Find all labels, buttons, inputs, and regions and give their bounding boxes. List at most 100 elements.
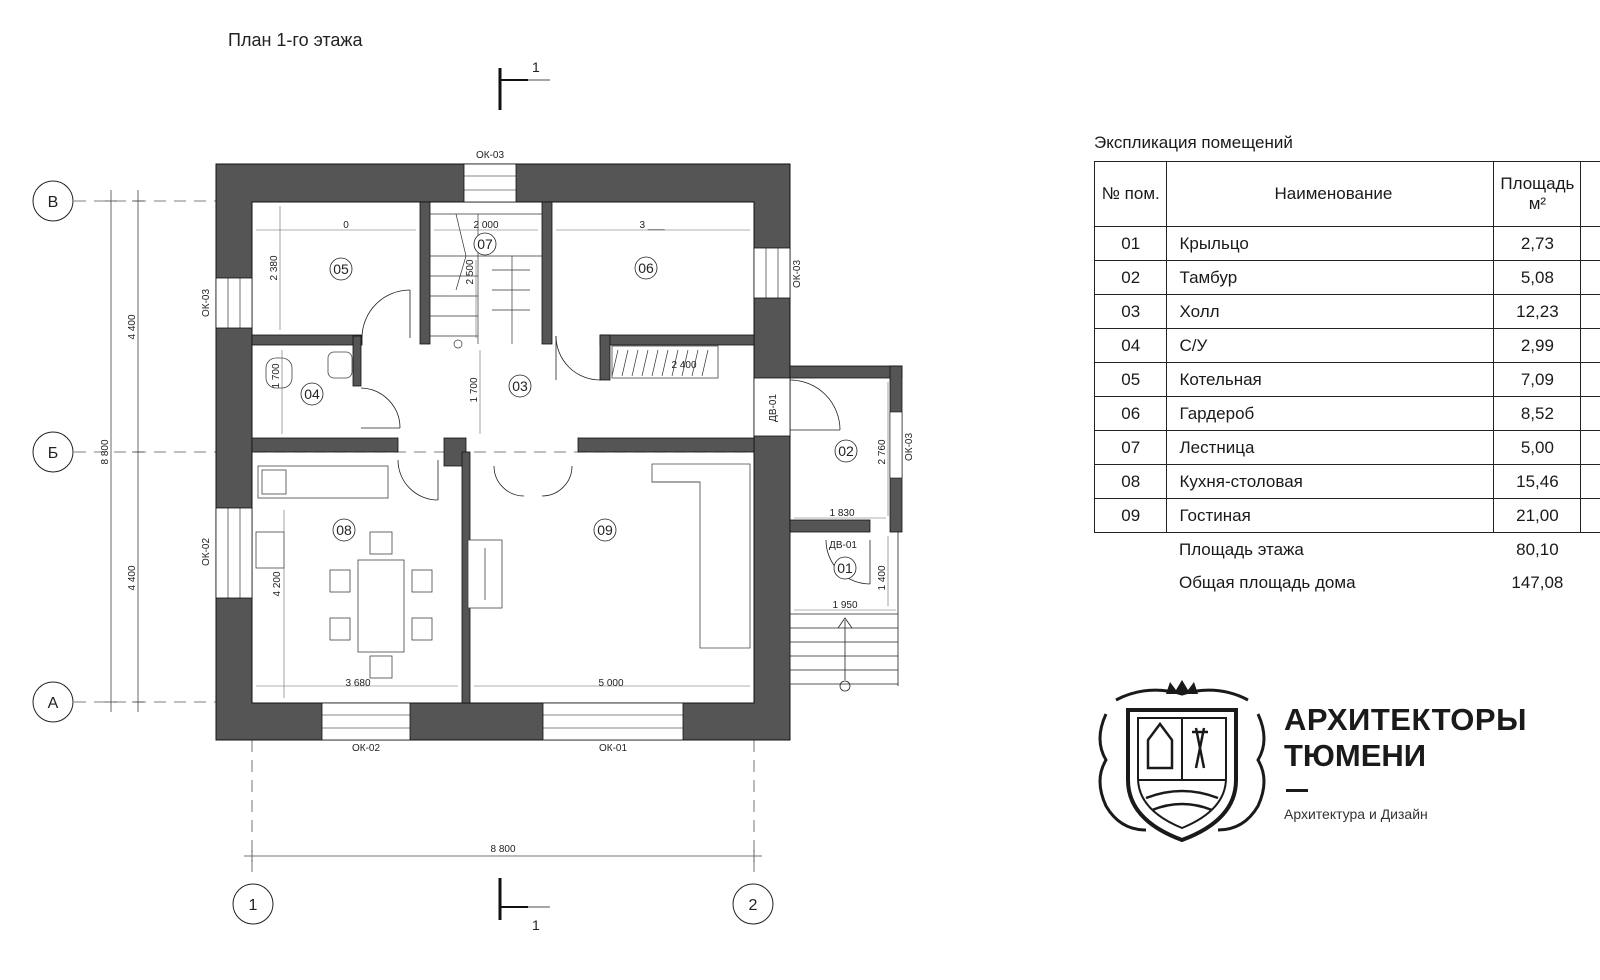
row-number: 04 xyxy=(1093,328,1168,363)
row-area: 5,00 xyxy=(1493,430,1582,465)
crown-icon xyxy=(1166,680,1198,694)
label-window-porch: ОК-03 xyxy=(904,433,915,461)
closet-shelves xyxy=(611,349,709,377)
label-door-entrance: ДВ-01 xyxy=(768,394,779,422)
section-label-bottom: 1 xyxy=(532,917,540,933)
dimension-lines xyxy=(105,190,762,862)
label-window-bottom-left: ОК-02 xyxy=(352,743,380,754)
dim-r09-width: 5 000 xyxy=(598,678,623,689)
interior-walls xyxy=(251,201,755,704)
brand-divider xyxy=(1286,789,1308,792)
porch-window xyxy=(889,411,903,479)
total-area-label: Общая площадь дома xyxy=(1178,572,1356,592)
row-extra xyxy=(1580,430,1600,465)
header-extra xyxy=(1580,161,1600,227)
dim-r01-width: 1 950 xyxy=(832,600,857,611)
row-extra xyxy=(1580,260,1600,295)
dim-r01-height: 1 400 xyxy=(877,565,888,590)
header-number: № пом. xyxy=(1093,161,1168,227)
doors xyxy=(360,289,871,585)
dim-left-total: 8 800 xyxy=(100,439,111,464)
label-window-left-bottom: ОК-02 xyxy=(201,538,212,566)
table-header: № пом. Наименование Площадь м² xyxy=(1093,161,1600,227)
row-area: 15,46 xyxy=(1493,464,1582,499)
row-name: Гостиная xyxy=(1166,498,1495,533)
row-area: 2,99 xyxy=(1493,328,1582,363)
row-area: 7,09 xyxy=(1493,362,1582,397)
brand-logo xyxy=(1098,680,1266,843)
dim-r04-height: 1 700 xyxy=(271,363,282,388)
room-number-04: 04 xyxy=(304,386,320,402)
brand-name-line2: ТЮМЕНИ xyxy=(1284,738,1427,773)
interior-dim-lines xyxy=(256,206,896,698)
row-name: С/У xyxy=(1166,328,1495,363)
plan-title: План 1-го этажа xyxy=(228,30,363,50)
header-area: Площадь м² xyxy=(1493,161,1582,227)
row-area: 8,52 xyxy=(1493,396,1582,431)
porch-stairs xyxy=(789,532,899,692)
axis-lines xyxy=(74,200,790,880)
room-markers xyxy=(300,232,858,580)
dim-left-top: 4 400 xyxy=(127,314,138,339)
room-number-03: 03 xyxy=(512,378,528,394)
row-area: 5,08 xyxy=(1493,260,1582,295)
dim-r02-width: 1 830 xyxy=(829,508,854,519)
room-number-07: 07 xyxy=(477,236,493,252)
label-window-bottom-right: ОК-01 xyxy=(599,743,627,754)
room-number-08: 08 xyxy=(336,522,352,538)
brand-subtitle: Архитектура и Дизайн xyxy=(1284,806,1428,822)
dim-r08-height: 4 200 xyxy=(272,571,283,596)
axis-label-1: 1 xyxy=(249,897,258,914)
header-name: Наименование xyxy=(1166,161,1495,227)
axis-bubbles xyxy=(32,180,774,925)
room-number-01: 01 xyxy=(837,560,853,576)
row-name: Холл xyxy=(1166,294,1495,329)
label-window-top: ОК-03 xyxy=(476,150,504,161)
dim-left-bottom: 4 400 xyxy=(127,565,138,590)
room-schedule-title: Экспликация помещений xyxy=(1094,133,1293,152)
room-schedule: Экспликация помещений № пом. Наименовани… xyxy=(1093,133,1600,600)
row-area: 2,73 xyxy=(1493,226,1582,261)
section-mark-bottom xyxy=(498,878,550,920)
floor-area-value: 80,10 xyxy=(1516,539,1559,559)
row-number: 07 xyxy=(1093,430,1168,465)
row-number: 03 xyxy=(1093,294,1168,329)
room-number-05: 05 xyxy=(333,261,349,277)
dim-closet-width: 2 400 xyxy=(671,360,696,371)
window-panes xyxy=(227,175,779,729)
row-number: 02 xyxy=(1093,260,1168,295)
label-door-porch: ДВ-01 xyxy=(829,540,857,551)
row-extra xyxy=(1580,294,1600,329)
row-extra xyxy=(1580,498,1600,533)
room-number-09: 09 xyxy=(597,522,613,538)
floor-plan: План 1-го этажа 1 1 В Б А 1 2 4 400 xyxy=(32,30,915,933)
row-number: 06 xyxy=(1093,396,1168,431)
dim-r02-height: 2 760 xyxy=(877,439,888,464)
row-name: Тамбур xyxy=(1166,260,1495,295)
axis-label-2: 2 xyxy=(749,897,758,914)
row-extra xyxy=(1580,464,1600,499)
section-mark-top xyxy=(498,68,550,110)
brand-name-line1: АРХИТЕКТОРЫ xyxy=(1284,702,1527,737)
dim-r07-width: 2 000 xyxy=(473,220,498,231)
dim-r08-width: 3 680 xyxy=(345,678,370,689)
row-area: 12,23 xyxy=(1493,294,1582,329)
dim-r05-height: 2 380 xyxy=(269,255,280,280)
label-window-left-top: ОК-03 xyxy=(201,289,212,317)
dim-total-width: 8 800 xyxy=(490,844,515,855)
row-name: Кухня-столовая xyxy=(1166,464,1495,499)
axis-label-b: Б xyxy=(48,445,59,462)
logo-emblem-icon xyxy=(1098,688,1266,843)
room-number-06: 06 xyxy=(638,260,654,276)
